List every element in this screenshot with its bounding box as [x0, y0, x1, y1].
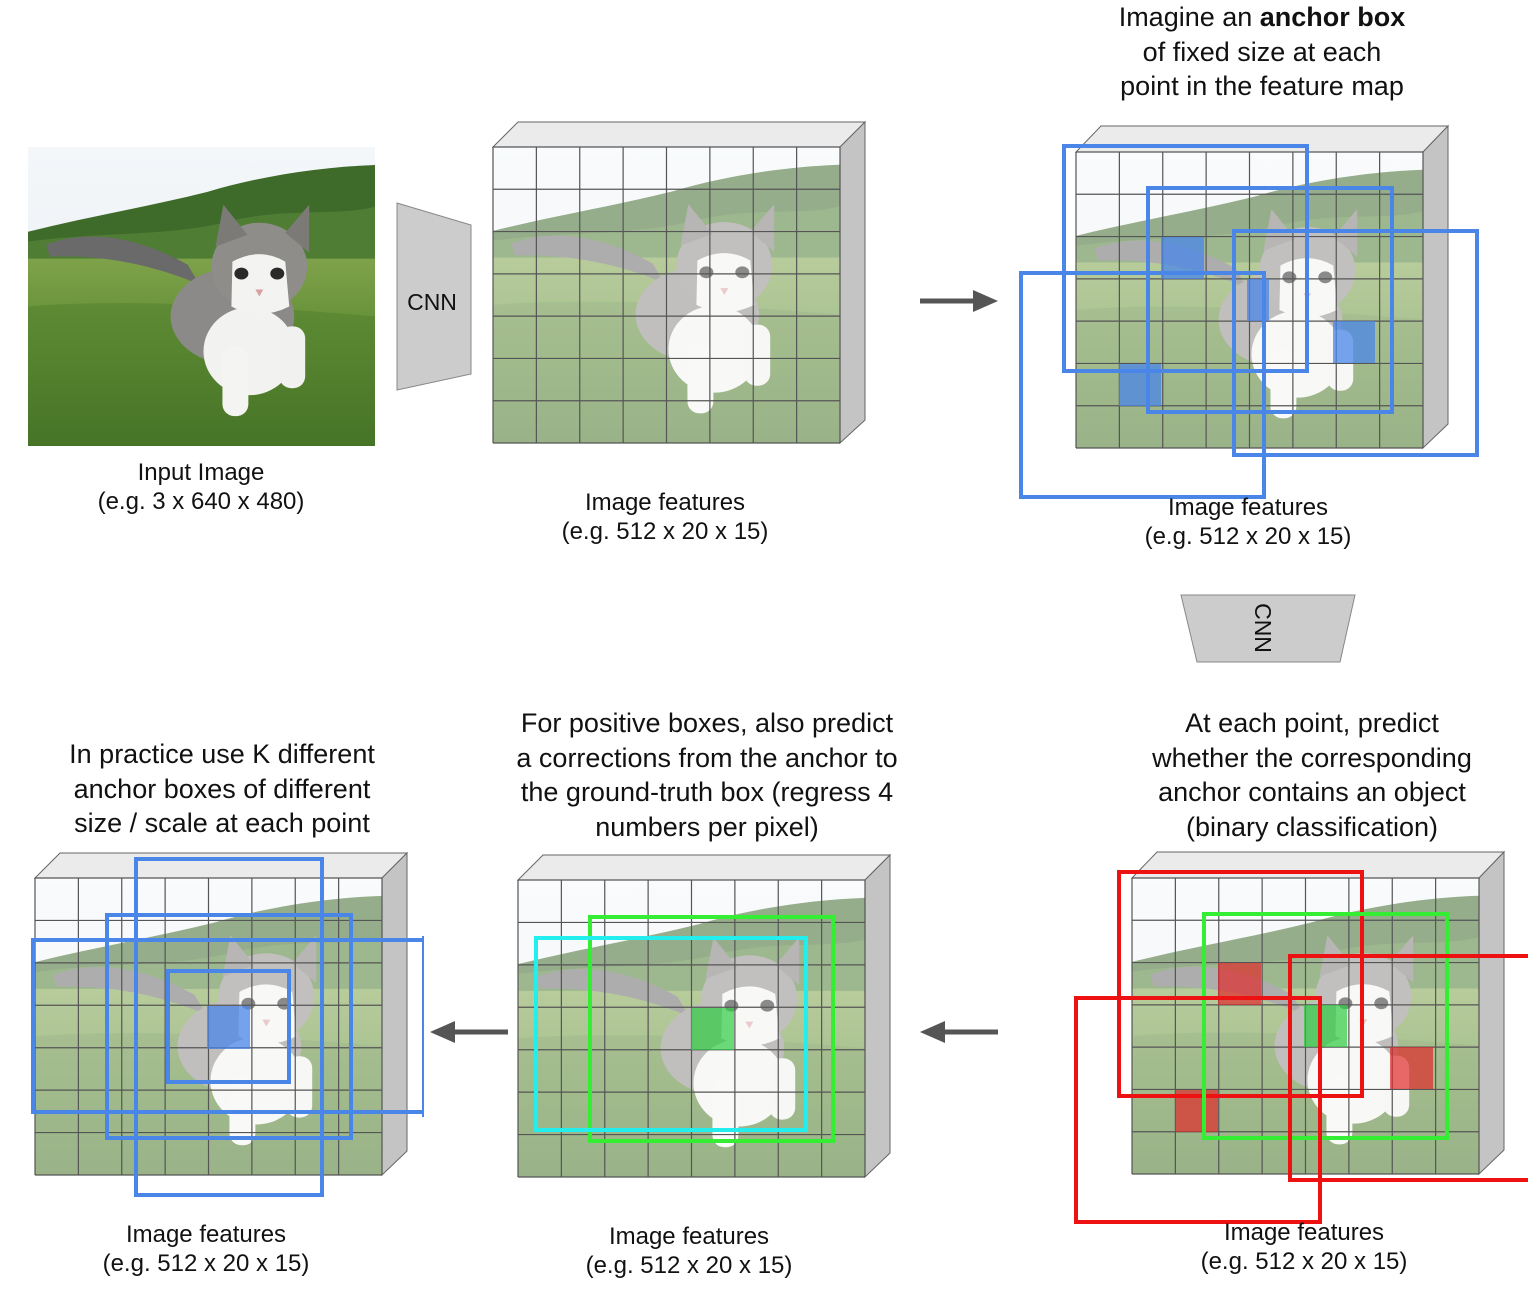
features-caption-line2: (e.g. 512 x 20 x 15) [1200, 1248, 1408, 1275]
input-caption-line2: (e.g. 3 x 640 x 480) [97, 488, 305, 515]
anchor-heading-line2: of fixed size at each [1142, 36, 1382, 67]
classify-line3: anchor contains an object [1158, 777, 1466, 807]
feature-map-grids [34, 146, 1480, 1178]
anchor-box-heading: Imagine an anchor box of fixed size at e… [1062, 0, 1462, 104]
arrow-left-bottom-left [430, 1021, 508, 1043]
features-caption-line1: Image features [608, 1223, 770, 1250]
input-caption-line1: Input Image [137, 459, 265, 486]
classification-heading: At each point, predict whether the corre… [1112, 706, 1512, 844]
multi-anchor-box-tall [134, 857, 324, 1197]
negative-box-2 [1288, 954, 1528, 1182]
arrow-left-bottom-right [920, 1021, 998, 1043]
arrow-right-top [920, 290, 998, 312]
multi-anchor-highlight-cell [207, 1006, 250, 1049]
features-caption-1: Image features (e.g. 512 x 20 x 15) [525, 488, 805, 546]
anchor-box-3 [1232, 229, 1479, 457]
regress-line1: For positive boxes, also predict [520, 708, 894, 738]
input-image [28, 147, 375, 446]
regress-line2: a corrections from the anchor to [516, 742, 898, 773]
features-caption-line2: (e.g. 512 x 20 x 15) [561, 518, 769, 545]
feature-map-cube-1 [491, 120, 867, 445]
classification-boxes [1074, 870, 1528, 1224]
features-caption-2: Image features (e.g. 512 x 20 x 15) [1108, 493, 1388, 551]
features-caption-3: Image features (e.g. 512 x 20 x 15) [1164, 1218, 1444, 1276]
features-caption-line1: Image features [584, 489, 746, 516]
features-caption-line2: (e.g. 512 x 20 x 15) [1144, 523, 1352, 550]
features-caption-line1: Image features [1223, 1219, 1385, 1246]
ground-truth-box [534, 936, 808, 1132]
multi-anchor-boxes [31, 857, 424, 1197]
classify-line1: At each point, predict [1185, 708, 1439, 738]
multi-line3: size / scale at each point [74, 808, 370, 838]
feature-grid-3 [1131, 877, 1480, 1175]
features-caption-5: Image features (e.g. 512 x 20 x 15) [66, 1220, 346, 1278]
multi-anchor-box-small [166, 969, 291, 1084]
anchor-positive-box [588, 915, 835, 1143]
feature-grid-1 [492, 146, 841, 444]
features-caption-4: Image features (e.g. 512 x 20 x 15) [549, 1222, 829, 1280]
features-caption-line2: (e.g. 512 x 20 x 15) [102, 1250, 310, 1277]
classify-line4: (binary classification) [1185, 811, 1439, 842]
multi-anchor-box-mid [105, 913, 353, 1140]
features-caption-line1: Image features [1167, 494, 1329, 521]
regression-boxes [534, 915, 835, 1143]
regress-line3: the ground-truth box (regress 4 [520, 777, 894, 807]
feature-map-cube-4 [516, 853, 892, 1179]
multi-line1: In practice use K different [69, 739, 375, 769]
feature-grid-5 [34, 877, 383, 1176]
regression-highlight-cell [691, 1008, 734, 1050]
multi-line2: anchor boxes of different [73, 773, 371, 804]
cnn-label-right: CNN [1250, 603, 1276, 653]
anchor-heading-line3: point in the feature map [1120, 71, 1404, 101]
positive-box [1202, 912, 1449, 1140]
anchor-box-2 [1146, 186, 1394, 414]
multi-anchor-heading: In practice use K different anchor boxes… [22, 737, 422, 841]
regression-heading: For positive boxes, also predict a corre… [487, 706, 927, 844]
anchor-box-1 [1062, 144, 1309, 373]
anchor-heading-pre: Imagine an [1118, 2, 1260, 32]
anchor-heading-bold: anchor box [1259, 2, 1406, 32]
cnn-block-right: CNN [1180, 594, 1356, 663]
input-image-caption: Input Image (e.g. 3 x 640 x 480) [60, 458, 342, 516]
cnn-block-top: CNN [396, 202, 472, 391]
multi-anchor-box-wide [31, 938, 424, 1114]
negative-box-3 [1074, 996, 1322, 1224]
features-caption-line2: (e.g. 512 x 20 x 15) [585, 1252, 793, 1279]
cnn-label-top: CNN [407, 289, 457, 315]
features-caption-line1: Image features [125, 1221, 287, 1248]
regress-line4: numbers per pixel) [595, 811, 819, 842]
anchor-boxes [1019, 144, 1479, 499]
anchor-box-4 [1019, 271, 1266, 499]
classify-line2: whether the corresponding [1152, 742, 1472, 773]
negative-box-1 [1117, 870, 1364, 1098]
